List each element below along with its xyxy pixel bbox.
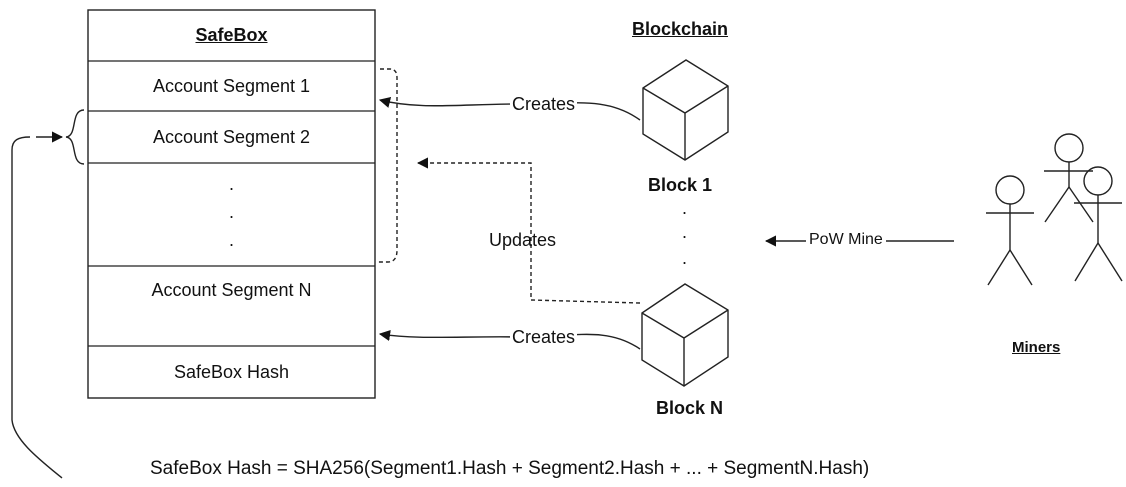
ellipsis-dot: . xyxy=(228,173,234,194)
creates-bottom-label: Creates xyxy=(510,327,578,348)
ellipsis-dot: . xyxy=(228,201,234,222)
miner-figure-icon xyxy=(1044,133,1094,223)
chain-dot: . xyxy=(682,222,688,242)
safebox-title: SafeBox xyxy=(195,25,268,45)
segment-brace xyxy=(65,109,85,165)
safebox-table xyxy=(87,9,376,399)
block-n-cube-icon xyxy=(641,283,729,387)
updates-arrow xyxy=(416,157,641,304)
account-segment-1: Account Segment 1 xyxy=(152,75,311,96)
miner-figure-icon xyxy=(1074,166,1123,282)
miners-title: Miners xyxy=(1012,339,1061,356)
hash-formula: SafeBox Hash = SHA256(Segment1.Hash + Se… xyxy=(150,458,870,479)
feedback-path xyxy=(11,136,63,479)
miner-figure-icon xyxy=(986,175,1034,286)
pow-mine-label: PoW Mine xyxy=(806,231,886,249)
block-n-label: Block N xyxy=(656,398,724,418)
blockchain-title: Blockchain xyxy=(632,19,729,39)
account-segment-n: Account Segment N xyxy=(151,280,312,300)
segments-bracket xyxy=(378,68,398,263)
safebox-hash-row: SafeBox Hash xyxy=(173,361,290,382)
creates-top-label: Creates xyxy=(510,94,578,115)
account-segment-2: Account Segment 2 xyxy=(152,126,311,147)
ellipsis-dot: . xyxy=(228,229,234,250)
chain-dot: . xyxy=(682,198,688,218)
block-1-cube-icon xyxy=(642,59,729,161)
block-1-label: Block 1 xyxy=(648,175,713,195)
updates-label: Updates xyxy=(489,230,557,250)
chain-dot: . xyxy=(682,248,688,268)
